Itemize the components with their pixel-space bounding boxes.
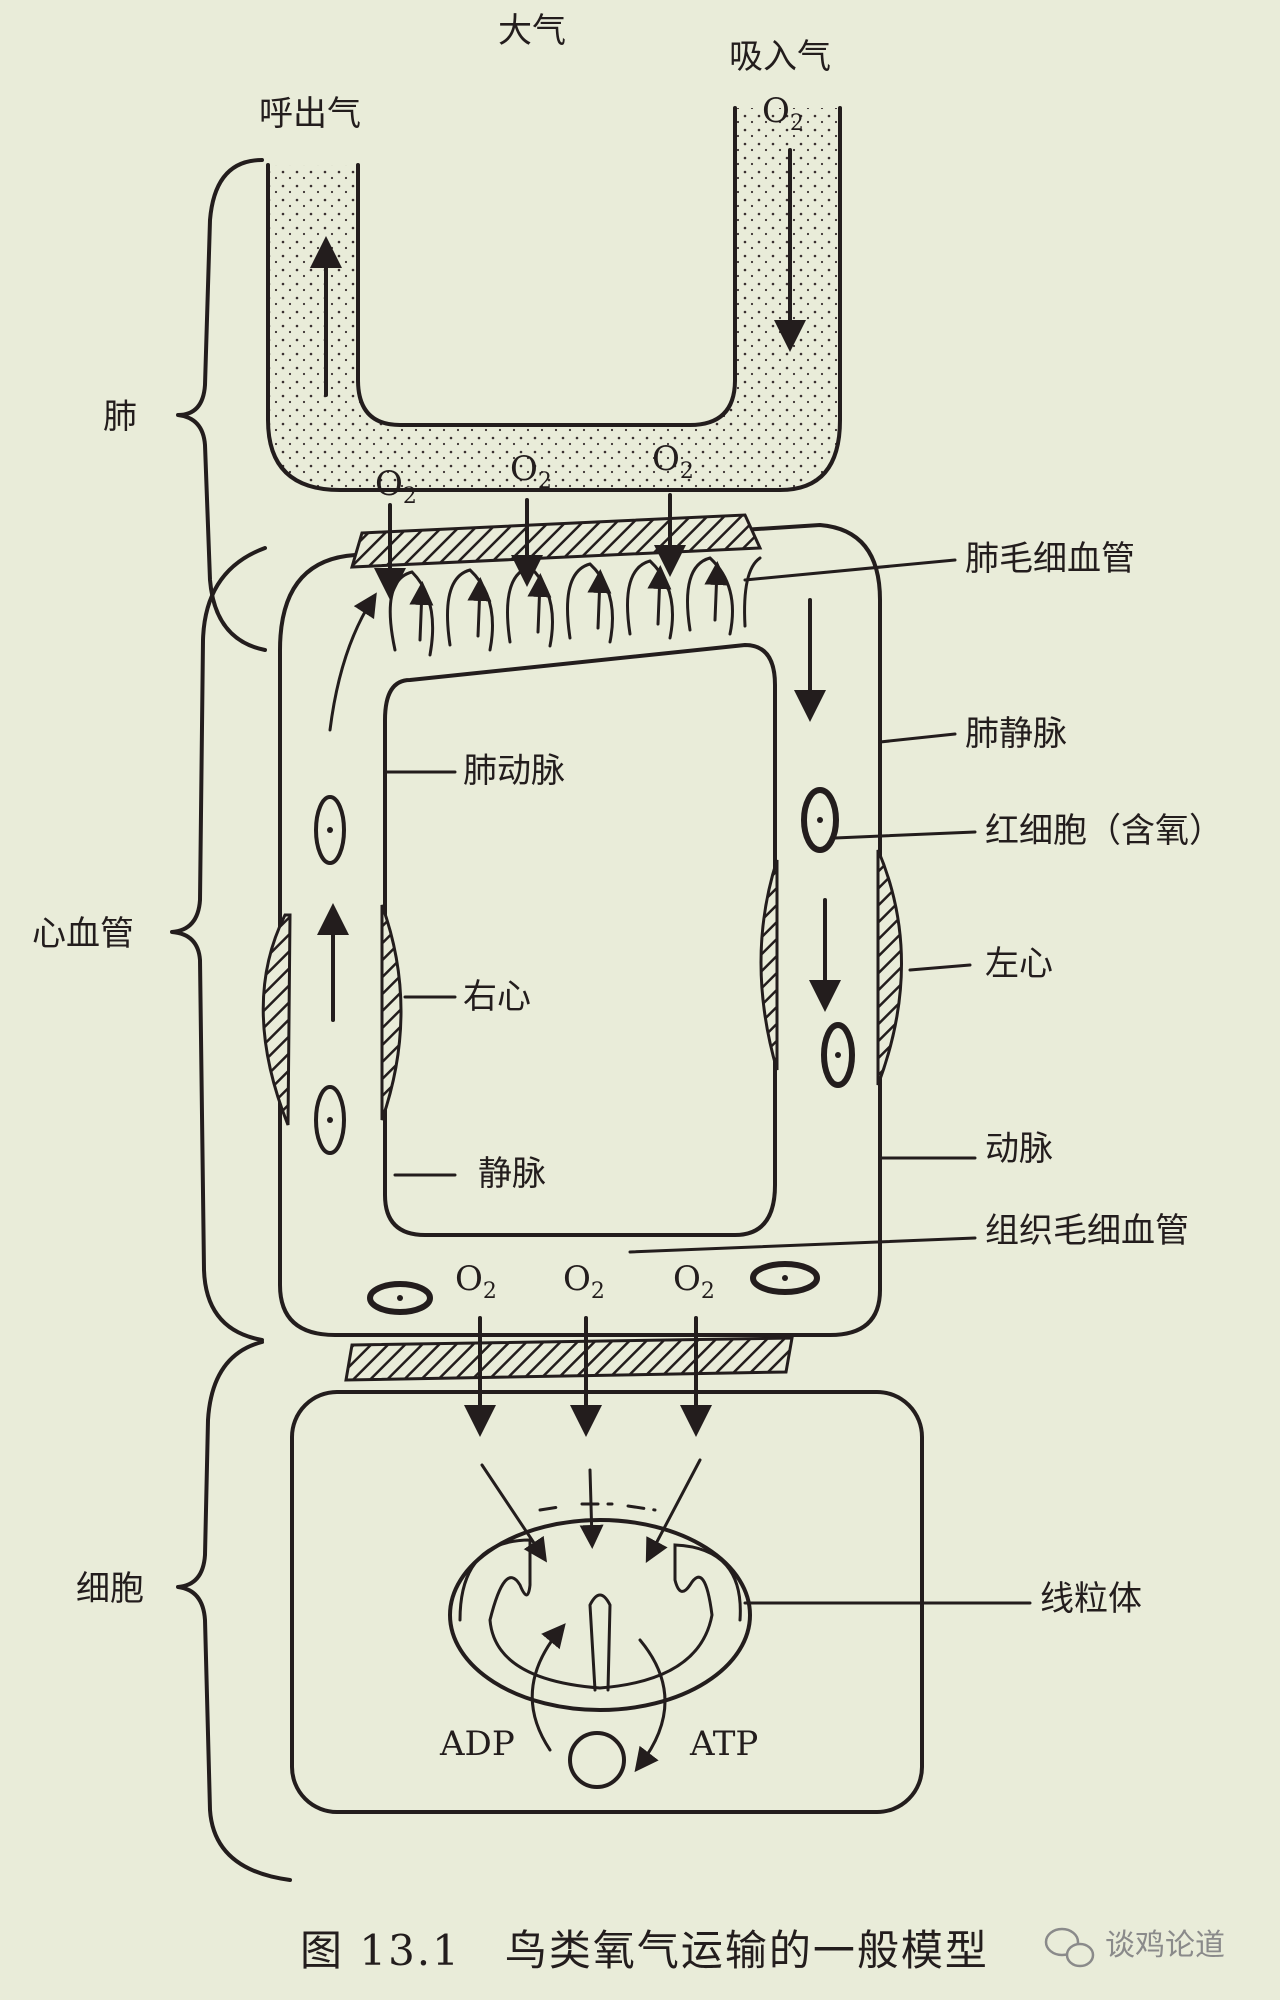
svg-text:O2: O2: [510, 449, 552, 494]
mitochondrion: [448, 1502, 752, 1789]
lung-label: 肺: [103, 397, 137, 437]
tissue-membrane: [344, 1336, 794, 1382]
cardiovascular-label: 心血管: [32, 914, 134, 954]
left-heart: [759, 849, 903, 1086]
lung-bracket: [176, 158, 267, 652]
red-blood-cell-label: 红细胞（含氧）: [985, 811, 1223, 851]
svg-text:O2: O2: [673, 1259, 715, 1304]
watermark-text: 谈鸡论道: [1105, 1928, 1225, 1963]
watermark: 谈鸡论道: [1044, 1927, 1225, 1968]
artery-label: 动脉: [985, 1129, 1053, 1169]
alveolar-membrane: [349, 513, 763, 569]
lung-o2-arrows: [374, 493, 686, 600]
vessel-flow-arrows: [317, 598, 841, 1022]
left-heart-label: 左心: [985, 944, 1053, 984]
vessel-outer: [278, 523, 882, 1337]
svg-text:O2: O2: [455, 1259, 497, 1304]
right-heart: [261, 904, 403, 1126]
cell-bracket: [176, 1340, 292, 1882]
airway-tube: [266, 106, 842, 492]
svg-text:O2: O2: [375, 464, 417, 509]
adp-label: ADP: [439, 1724, 515, 1764]
tissue-capillary-label: 组织毛细血管: [985, 1211, 1189, 1251]
capillary-flow-arrows: [328, 561, 729, 732]
pulmonary-capillary-label: 肺毛细血管: [965, 539, 1135, 579]
pulmonary-capillary-loops: [388, 556, 762, 657]
o2-labels: O2 O2 O2 O2 O2 O2 O2: [375, 91, 804, 1304]
exhaled-label: 呼出气: [259, 94, 361, 134]
svg-text:O2: O2: [563, 1259, 605, 1304]
cell-label: 细胞: [76, 1569, 144, 1609]
mitochondria-label: 线粒体: [1040, 1579, 1142, 1619]
svg-text:O2: O2: [762, 91, 804, 136]
right-heart-label: 右心: [463, 977, 531, 1017]
figure-caption: 图 13.1 鸟类氧气运输的一般模型: [300, 1926, 989, 1975]
svg-text:O2: O2: [652, 439, 694, 484]
atmosphere-label: 大气: [498, 11, 566, 51]
circulation-loop: [278, 523, 882, 1337]
vein-label: 静脉: [478, 1154, 546, 1194]
leader-lines: [383, 558, 1032, 1605]
vessel-inner: [383, 643, 777, 1237]
airway-inner-wall: [356, 106, 737, 427]
wechat-icon: [1044, 1927, 1095, 1968]
atp-label: ATP: [689, 1724, 758, 1764]
tissue-o2-arrows: [464, 1316, 712, 1563]
airway-outer-wall: [266, 106, 842, 492]
inhaled-label: 吸入气: [729, 37, 831, 77]
pulmonary-artery-label: 肺动脉: [463, 751, 565, 791]
cardiovascular-bracket: [170, 546, 267, 1342]
red-blood-cells: [314, 787, 855, 1315]
pulmonary-vein-label: 肺静脉: [965, 714, 1067, 754]
airway-fill: [268, 108, 840, 490]
